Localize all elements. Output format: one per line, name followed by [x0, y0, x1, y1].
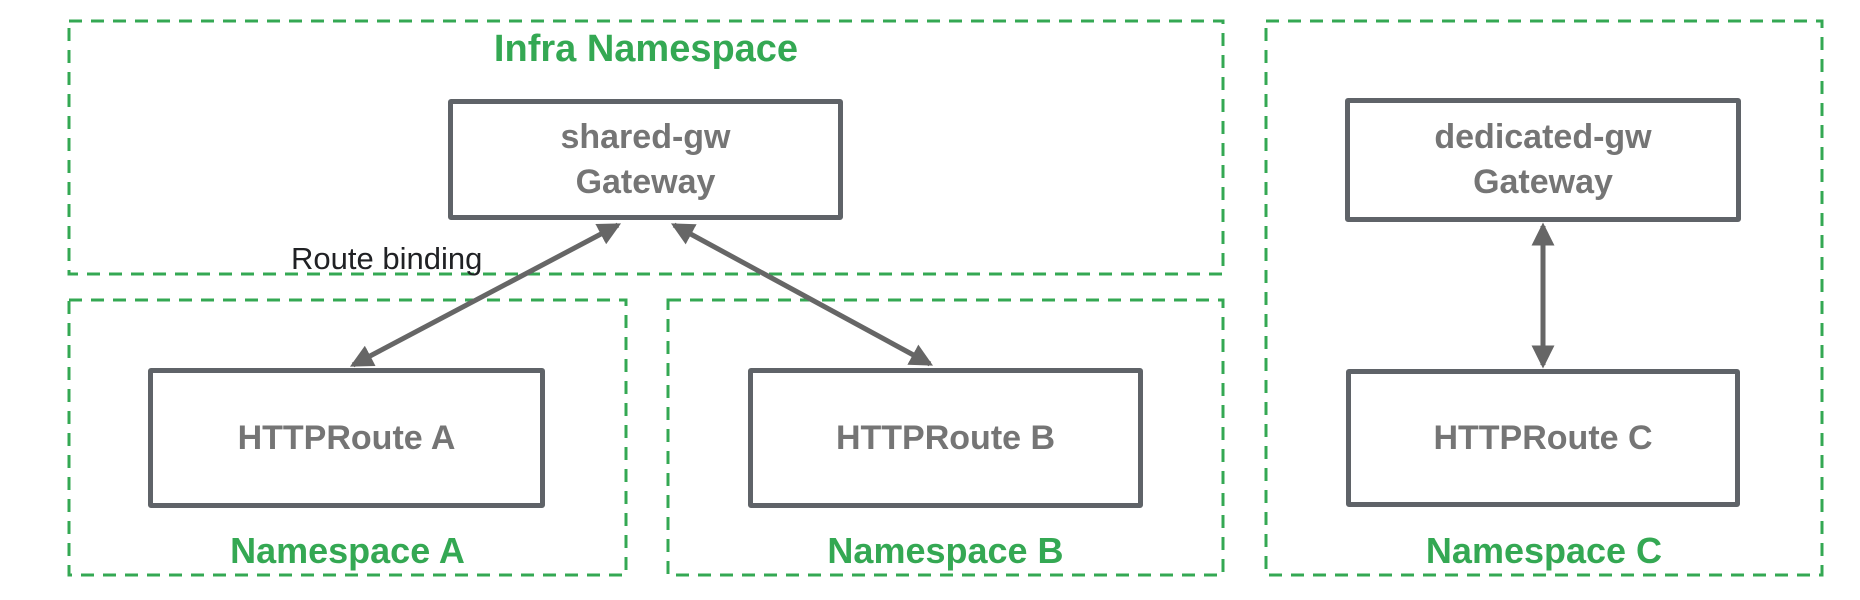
namespace-a-boundary	[67, 298, 628, 577]
namespace-a-label: Namespace A	[230, 530, 465, 571]
infra-namespace-label: Infra Namespace	[493, 28, 799, 70]
route-binding-arrow-a	[349, 222, 622, 368]
dedicated-gw-gateway-node: dedicated-gw Gateway	[1345, 98, 1741, 222]
httproute-c-label: HTTPRoute C	[1433, 418, 1653, 457]
httproute-b-node: HTTPRoute B	[748, 368, 1143, 508]
namespace-b-boundary	[666, 298, 1225, 577]
shared-gw-gateway-node: shared-gw Gateway	[448, 99, 843, 220]
namespace-b-label: Namespace B	[827, 530, 1064, 571]
httproute-a-label: HTTPRoute A	[237, 418, 456, 457]
route-binding-annotation: Route binding	[291, 241, 483, 276]
httproute-b-label: HTTPRoute B	[835, 418, 1056, 457]
namespace-c-label: Namespace C	[1425, 530, 1663, 571]
route-binding-arrow-b	[670, 222, 934, 367]
namespace-c-boundary	[1264, 19, 1824, 577]
httproute-c-node: HTTPRoute C	[1346, 369, 1740, 507]
dedicated-gw-name: dedicated-gw	[1434, 118, 1652, 157]
infra-namespace-boundary	[67, 19, 1225, 276]
httproute-a-node: HTTPRoute A	[148, 368, 545, 508]
shared-gw-name: shared-gw	[560, 117, 731, 156]
shared-gw-kind: Gateway	[575, 162, 716, 201]
dedicated-gw-kind: Gateway	[1473, 163, 1613, 201]
